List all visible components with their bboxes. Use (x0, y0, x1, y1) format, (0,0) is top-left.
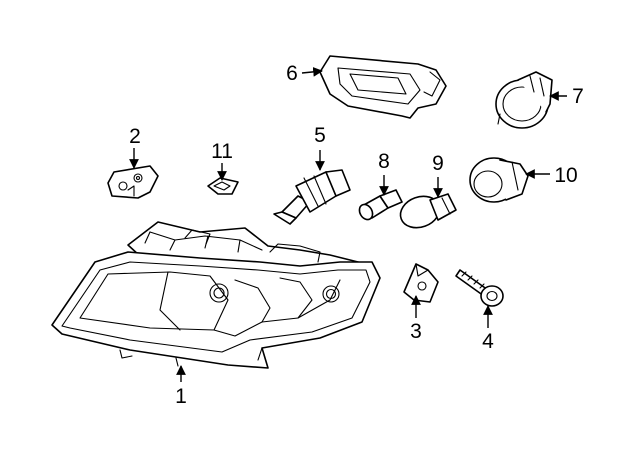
callout-9: 9 (432, 152, 444, 175)
callout-4: 4 (482, 330, 494, 353)
leader-lines (129, 67, 567, 382)
callout-3: 3 (410, 320, 422, 343)
mounting-bracket (107, 165, 159, 199)
bracket-clip (403, 263, 439, 303)
headlamp-bulb (273, 169, 351, 225)
small-bulb (358, 189, 403, 221)
callout-10: 10 (554, 164, 577, 187)
callout-7: 7 (572, 85, 584, 108)
socket (469, 157, 529, 203)
callout-2: 2 (129, 125, 141, 148)
screw (455, 269, 504, 307)
clip (207, 177, 239, 195)
headlamp-assembly (51, 221, 381, 369)
cover-boot (319, 55, 447, 119)
callout-6: 6 (286, 62, 298, 85)
callout-8: 8 (378, 150, 390, 173)
bulb-socket (495, 71, 553, 129)
callout-11: 11 (211, 140, 233, 163)
callout-1: 1 (175, 385, 187, 408)
leader-6 (301, 67, 323, 77)
callout-5: 5 (314, 124, 326, 147)
callout-labels: 1 2 3 4 5 6 7 8 9 10 11 (129, 62, 584, 408)
turn-signal-bulb (399, 193, 457, 229)
